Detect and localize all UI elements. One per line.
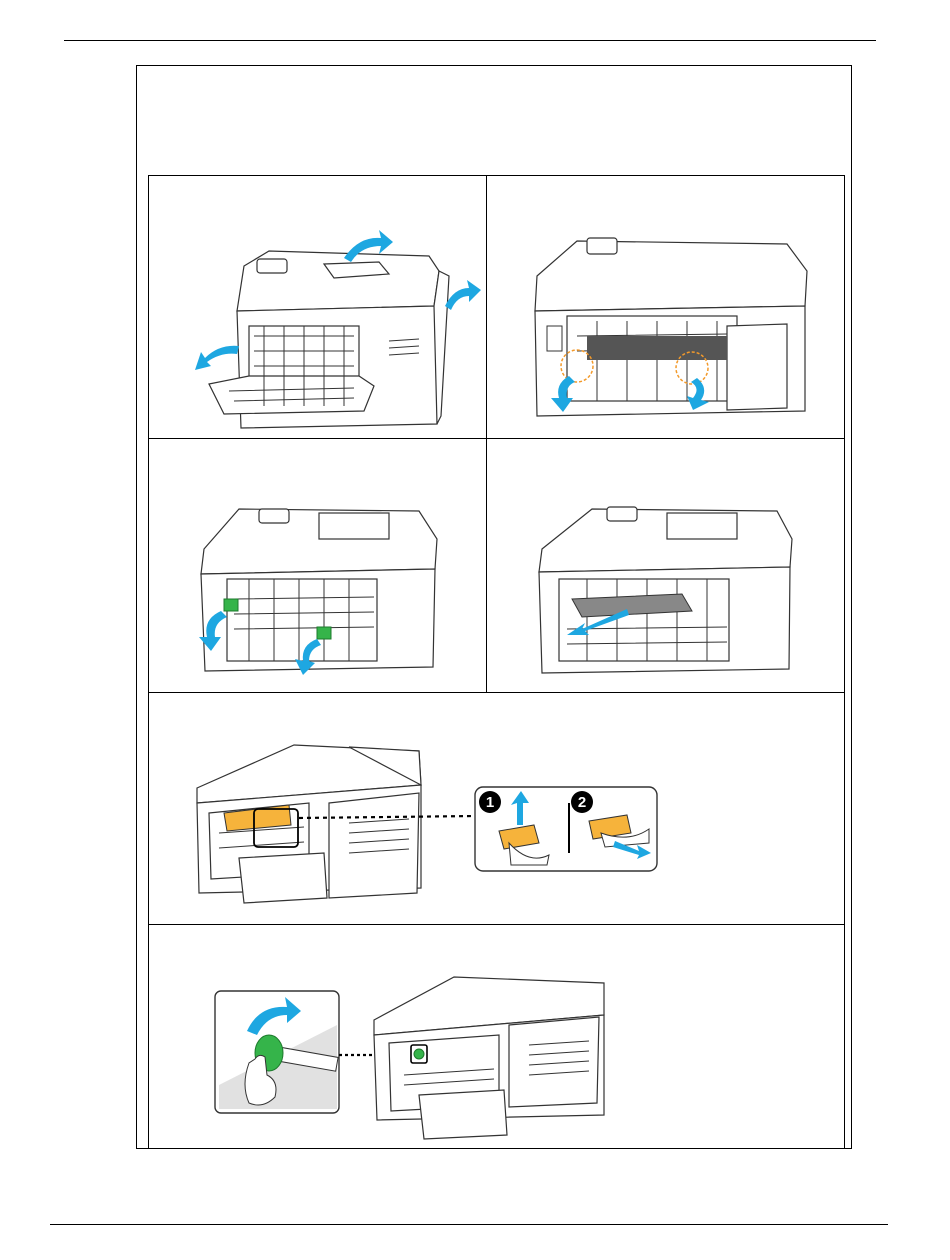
- left-green-tab: [224, 599, 238, 611]
- right-green-tab: [317, 627, 331, 639]
- knob-zoom-callout: [215, 991, 339, 1113]
- step-badge-1-number: 1: [486, 794, 494, 811]
- printer-front-knob-illustration: [149, 925, 846, 1150]
- step-panel-4: [486, 438, 845, 693]
- step-panel-3: [148, 438, 487, 693]
- lever-zoom-callout: 1 2: [475, 787, 657, 871]
- printer-fuser-levers-illustration: [487, 176, 846, 440]
- header-rule: [64, 40, 876, 41]
- step-panel-5: 1 2: [148, 692, 845, 925]
- step-panel-2: [486, 175, 845, 439]
- step-panel-1: [148, 175, 487, 439]
- printer-front-cartridge-illustration: 1 2: [149, 693, 846, 926]
- printer-green-tabs-illustration: [149, 439, 488, 694]
- step-panel-6: [148, 924, 845, 1149]
- printer-remove-paper-illustration: [487, 439, 846, 694]
- fuser-unit: [587, 336, 727, 360]
- printer-rear-open-illustration: [149, 176, 488, 440]
- knob-icon: [414, 1049, 424, 1059]
- footer-rule: [50, 1224, 888, 1225]
- step-badge-2-number: 2: [578, 794, 586, 811]
